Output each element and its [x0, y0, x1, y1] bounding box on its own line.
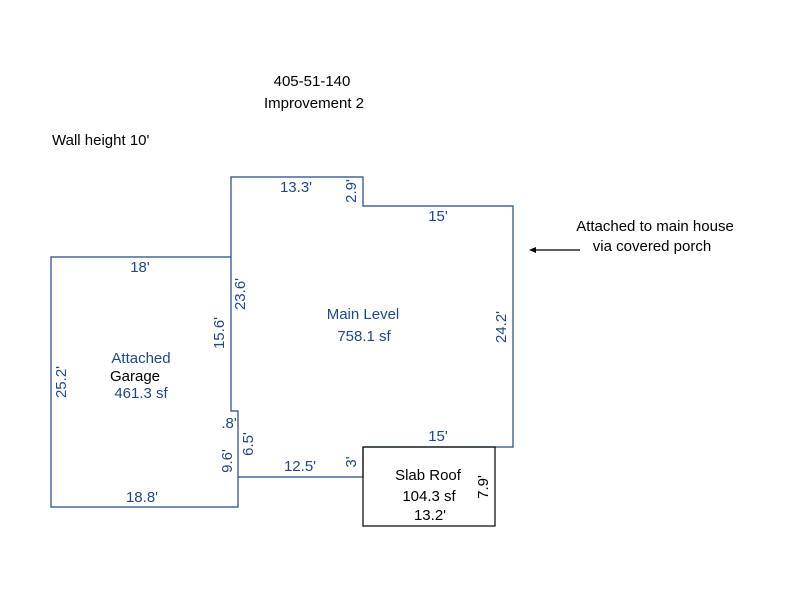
dim-slab-right: 7.9'	[475, 475, 492, 499]
dim-main-left-upper: 23.6'	[232, 278, 249, 310]
dim-main-right: 24.2'	[493, 311, 510, 343]
dim-main-bottom-left: 12.5'	[284, 458, 316, 475]
dim-main-bottom: 15'	[428, 428, 448, 445]
slab-roof-label: Slab Roof	[395, 467, 462, 484]
dim-main-top-right: 15'	[428, 208, 448, 225]
dim-garage-right: 9.6'	[219, 449, 236, 473]
note-line2: via covered porch	[593, 238, 711, 255]
garage-outline	[50, 256, 239, 508]
garage-area: 461.3 sf	[114, 385, 168, 402]
slab-roof-outline	[362, 446, 496, 527]
garage-label-1: Attached	[111, 350, 170, 367]
parcel-number: 405-51-140	[274, 73, 351, 90]
dim-main-step: 2.9'	[343, 179, 360, 203]
dim-main-bottom-step: 3'	[343, 456, 360, 467]
dim-garage-bottom: 18.8'	[126, 489, 158, 506]
dim-garage-top: 18'	[130, 259, 150, 276]
main-level-outline	[230, 176, 514, 478]
dim-garage-left: 25.2'	[53, 366, 70, 398]
dim-main-left-bottom: 6.5'	[240, 432, 257, 456]
dim-slab-bottom: 13.2'	[414, 507, 446, 524]
wall-height: Wall height 10'	[52, 132, 149, 149]
arrow-head-icon	[529, 247, 536, 253]
note-line1: Attached to main house	[576, 218, 734, 235]
improvement-label: Improvement 2	[264, 95, 364, 112]
dim-main-left-lower: 15.6'	[211, 317, 228, 349]
main-level-area: 758.1 sf	[337, 328, 391, 345]
main-level-label: Main Level	[327, 306, 400, 323]
garage-label-2: Garage	[110, 368, 160, 385]
dim-main-jog: .8'	[221, 415, 237, 432]
slab-roof-area: 104.3 sf	[402, 488, 456, 505]
dim-main-top-left: 13.3'	[280, 179, 312, 196]
